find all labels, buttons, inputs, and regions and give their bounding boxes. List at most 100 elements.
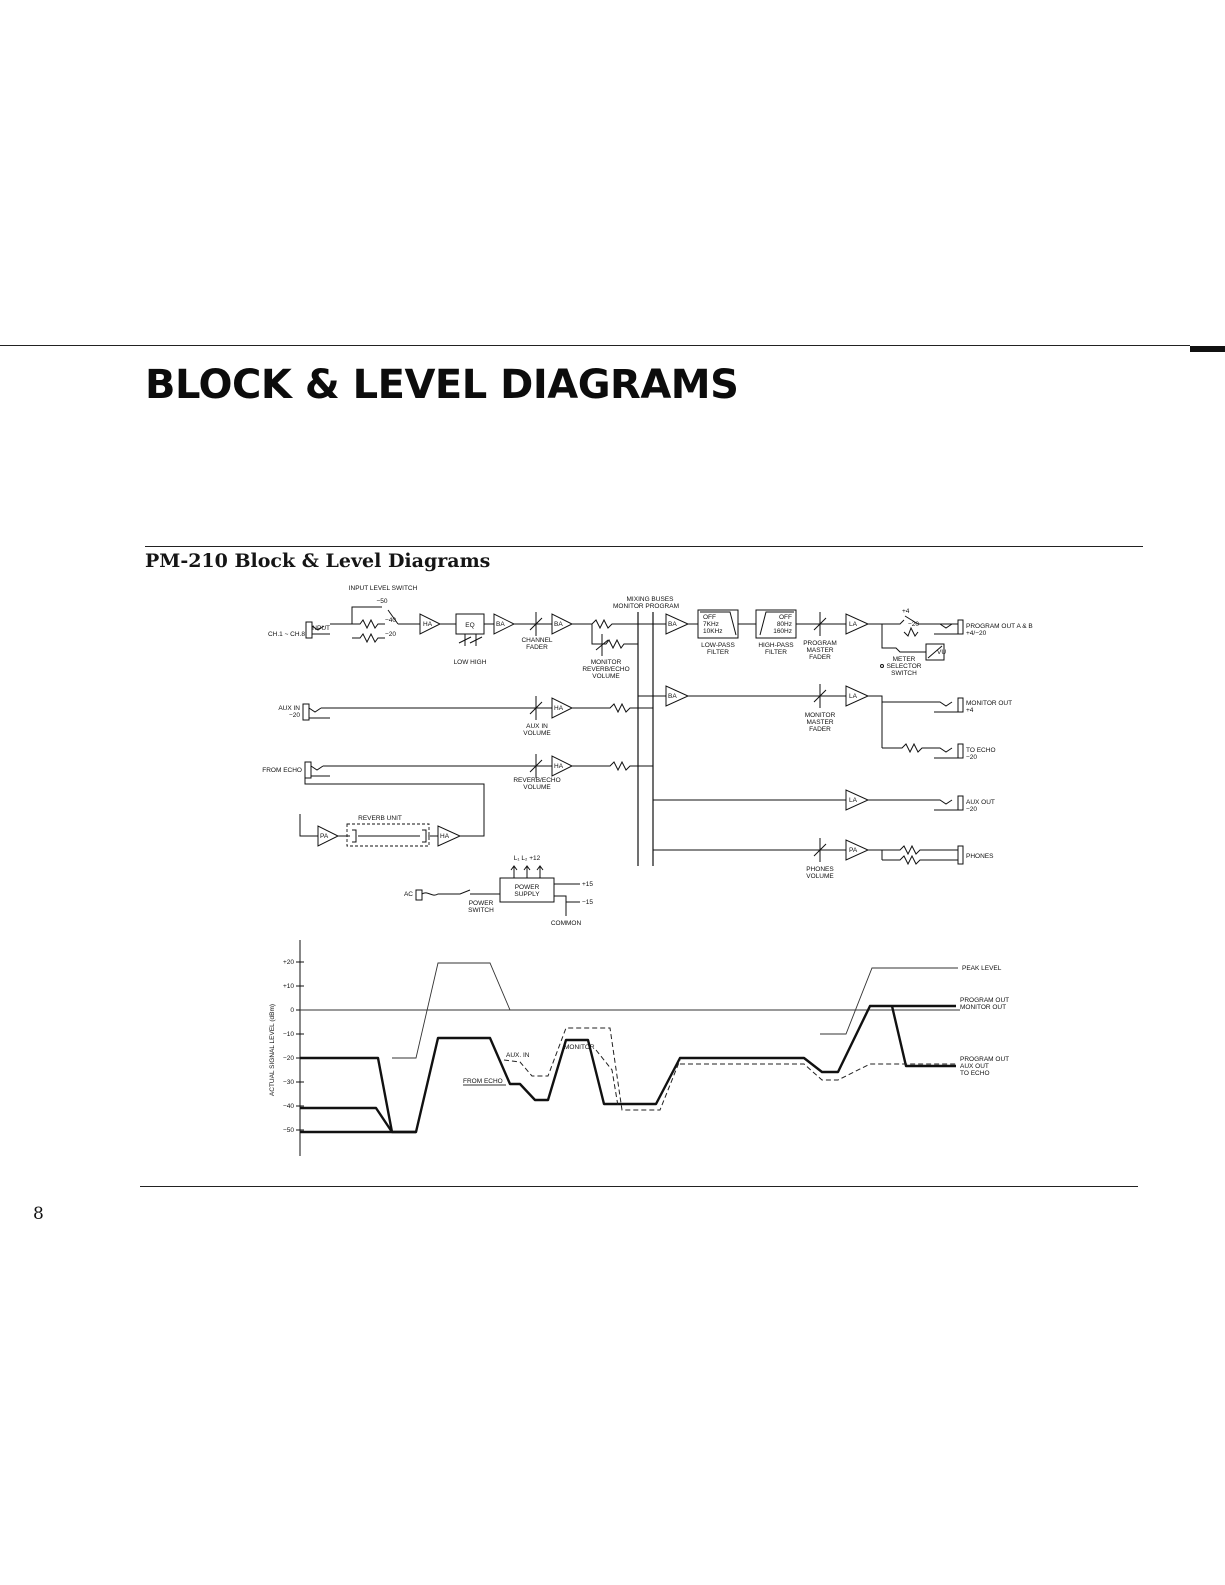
ac-label: AC: [404, 891, 413, 898]
buffer-amp-2: [551, 613, 574, 635]
buffer-amp-program: [665, 613, 690, 635]
hpf-label-1: HIGH-PASS: [758, 642, 794, 649]
hpf-label-2: FILTER: [765, 649, 787, 656]
to-echo-level: −20: [966, 754, 977, 761]
lpf-label-2: FILTER: [707, 649, 729, 656]
la-monitor-label: LA: [849, 693, 858, 700]
page-title: BLOCK & LEVEL DIAGRAMS: [145, 362, 739, 408]
mon-master-label-3: FADER: [809, 726, 831, 733]
pgm-aux-echo-label-1: PROGRAM OUT: [960, 1056, 1009, 1063]
phones-vol-label-1: PHONES: [806, 866, 834, 873]
mixing-buses: [637, 612, 654, 866]
lpf-7k: 7KHz: [703, 621, 719, 628]
monitor-out-jack: [957, 697, 964, 713]
vu-label: VU: [937, 649, 946, 656]
monitor-rev-label-2: REVERB/ECHO: [582, 666, 629, 673]
level-tick-label: −10: [283, 1031, 294, 1038]
la-aux-label: LA: [849, 797, 858, 804]
power-switch-label-2: SWITCH: [468, 907, 494, 914]
monitor-rev-label-3: VOLUME: [592, 673, 620, 680]
pgm-master-label-3: FADER: [809, 654, 831, 661]
switch-minus50: −50: [376, 598, 387, 605]
ba-monitor-label: BA: [668, 693, 677, 700]
power-supply-block: [499, 877, 555, 903]
monitor-dashed-trace: [503, 1027, 956, 1111]
block-diagram: MIXING BUSES MONITOR PROGRAM INPUT CH.1 …: [262, 585, 1032, 927]
corner-mark: [1190, 346, 1225, 352]
channel-fader-label-1: CHANNEL: [521, 637, 552, 644]
pa-reverb-label: PA: [320, 833, 329, 840]
buffer-amp-monitor: [665, 685, 690, 707]
from-echo-level-label: FROM ECHO: [463, 1078, 503, 1085]
monitor-rev-label-1: MONITOR: [591, 659, 622, 666]
pgm-mon-out-label-1: PROGRAM OUT: [960, 997, 1009, 1004]
meter-sel-label-3: SWITCH: [891, 670, 917, 677]
ha-echo-label: HA: [554, 763, 564, 770]
supply-rails-label: L₁ L₂ +12: [514, 855, 541, 862]
head-amp-reverb: [437, 825, 462, 847]
phones-vol-label-2: VOLUME: [806, 873, 834, 880]
lpf-label-1: LOW-PASS: [701, 642, 735, 649]
pgm-aux-echo-label-3: TO ECHO: [960, 1070, 990, 1077]
phones-label: PHONES: [966, 853, 994, 860]
aux-out-label: AUX OUT: [966, 799, 995, 806]
monitor-level-label: MONITOR: [564, 1044, 595, 1051]
aux-in-level-label: AUX. IN: [506, 1052, 530, 1059]
line-amp-monitor: [845, 685, 870, 707]
line-amp-aux: [845, 789, 870, 811]
level-tick-label: −30: [283, 1079, 294, 1086]
lpf-10k: 10KHz: [703, 628, 723, 635]
power-amp-reverb: [317, 825, 340, 847]
aux-in-level: −20: [289, 712, 300, 719]
page-number: 8: [33, 1204, 44, 1224]
pgm-master-label-2: MASTER: [806, 647, 833, 654]
peak-level-trace-2: [820, 967, 958, 1035]
input-ch-label: CH.1 ~ CH.8: [268, 631, 305, 638]
input-lower-trace: [300, 1106, 393, 1133]
pgm-aux-echo-label-2: AUX OUT: [960, 1063, 989, 1070]
to-echo-jack: [957, 743, 964, 759]
program-out-jack: [957, 619, 964, 635]
mon-master-label-2: MASTER: [806, 719, 833, 726]
top-rule: [0, 345, 1190, 346]
level-tick-label: −20: [283, 1055, 294, 1062]
reverb-unit-box: [346, 823, 430, 847]
level-tick-label: +20: [283, 959, 294, 966]
meter-sel-label-2: SELECTOR: [887, 663, 922, 670]
mon-master-label-1: MONITOR: [805, 712, 836, 719]
line-amp-program: [845, 613, 870, 635]
aux-out-level: −20: [966, 806, 977, 813]
bottom-rule: [140, 1186, 1138, 1187]
hpf-160: 160Hz: [773, 628, 792, 635]
pgm-mon-out-label-2: MONITOR OUT: [960, 1004, 1006, 1011]
aux-in-label: AUX IN: [278, 705, 300, 712]
hpf-80: 80Hz: [777, 621, 792, 628]
monitor-out-level: +4: [966, 707, 974, 714]
phones-jack: [957, 845, 964, 865]
meter-sel-label-1: METER: [893, 656, 916, 663]
power-supply-label-2: SUPPLY: [514, 891, 540, 898]
channel-fader-label-2: FADER: [526, 644, 548, 651]
input-jack: [305, 621, 313, 639]
input-level-switch-label: INPUT LEVEL SWITCH: [349, 585, 418, 592]
la-program-label: LA: [849, 621, 858, 628]
level-tick-label: −50: [283, 1127, 294, 1134]
aux-out-jack: [957, 795, 964, 811]
head-amp-aux: [551, 697, 574, 719]
reverb-unit-label: REVERB UNIT: [358, 815, 402, 822]
hpf-off: OFF: [779, 614, 792, 621]
aux-in-vol-label-1: AUX IN: [526, 723, 548, 730]
power-supply-label-1: POWER: [515, 884, 540, 891]
program-monitor-trace: [300, 1004, 956, 1134]
low-pass-filter-block: [697, 609, 739, 639]
ha-1-label: HA: [423, 621, 433, 628]
aux-dashed-trace: [595, 1049, 619, 1107]
level-diagram: +20+100−10−20−30−40−50 ACTUAL SIGNAL LEV…: [269, 940, 1009, 1156]
pgm-minus20: −20: [908, 621, 919, 628]
program-out-label: PROGRAM OUT A & B: [966, 623, 1033, 630]
power-switch-label-1: POWER: [469, 900, 494, 907]
head-amp-1: [419, 613, 442, 635]
level-tick-label: 0: [290, 1007, 294, 1014]
to-echo-label: TO ECHO: [966, 747, 996, 754]
